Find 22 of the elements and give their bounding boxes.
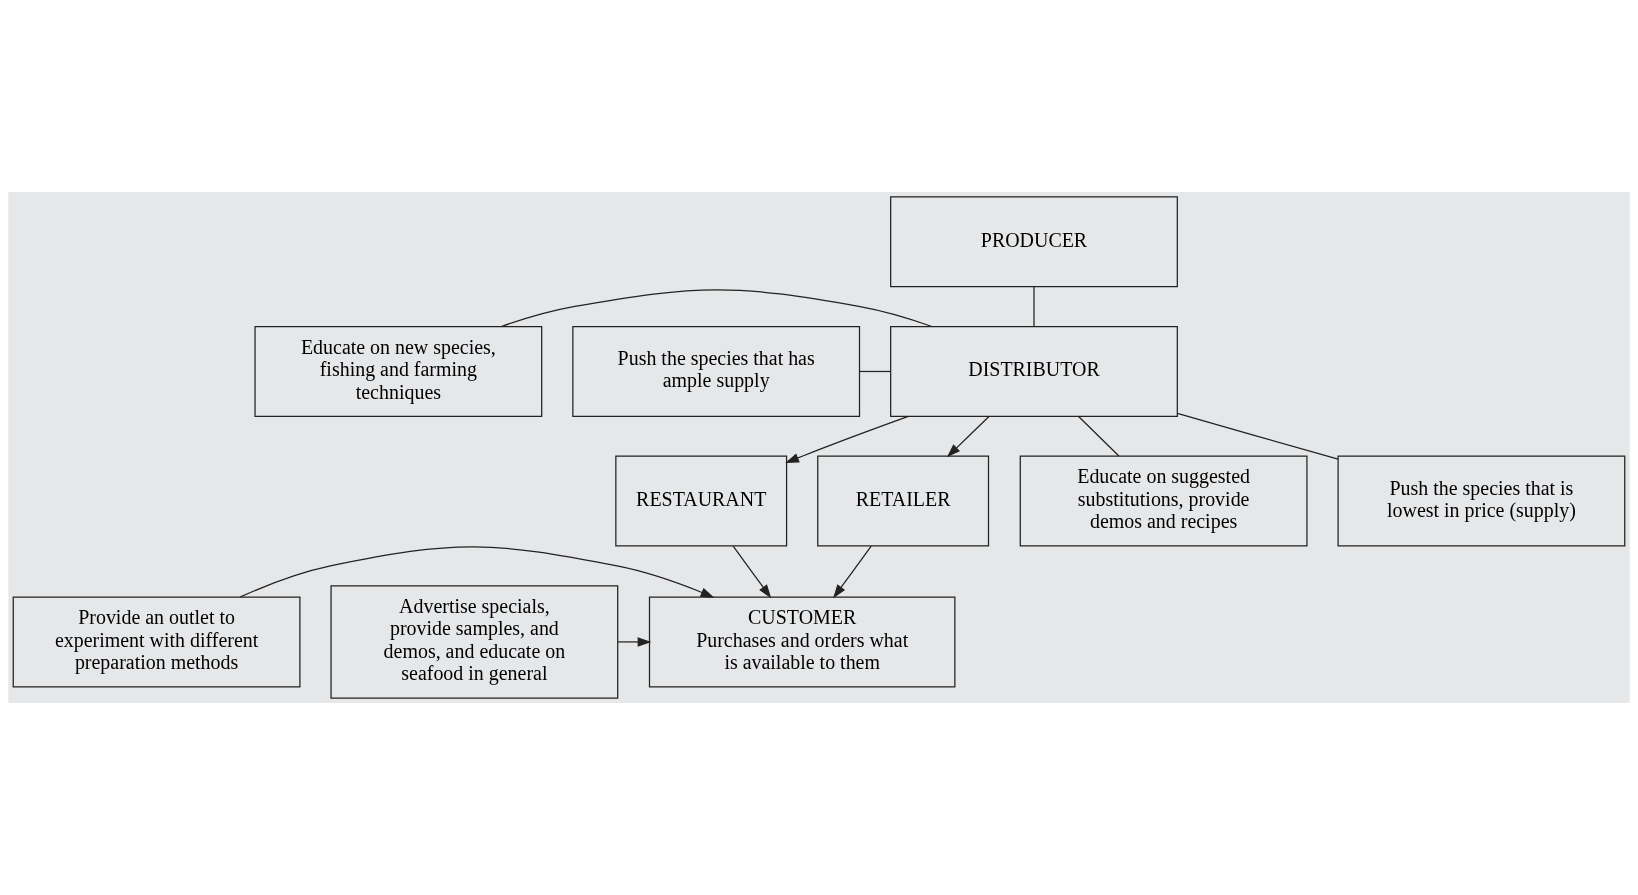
connector <box>858 370 892 373</box>
node-box: Educate on new species, fishing and farming techniques <box>254 325 543 417</box>
connector <box>500 289 933 328</box>
node-box: Provide an outlet to experiment with different preparation methods <box>12 596 301 688</box>
connector <box>1176 412 1339 460</box>
node-box: RESTAURANT <box>615 455 788 547</box>
node-box: RETAILER <box>817 455 990 547</box>
arrow <box>785 415 909 464</box>
node-box: CUSTOMER Purchases and orders what is available to them <box>648 596 956 688</box>
node-box: Push the species that is lowest in price (supply) <box>1337 455 1626 547</box>
arrow <box>833 545 872 599</box>
arrow <box>946 415 990 458</box>
node-box: Advertise specials, provide samples, and demos, and educate on seafood in general <box>330 585 619 699</box>
node-box: Push the species that has ample supply <box>572 325 861 417</box>
connector <box>1077 415 1120 457</box>
node-box: PRODUCER <box>890 196 1178 288</box>
arrow <box>239 546 715 598</box>
arrow <box>732 545 772 599</box>
arrow <box>617 637 652 647</box>
node-box: DISTRIBUTOR <box>890 325 1178 417</box>
connector <box>1033 286 1035 327</box>
node-box: Educate on suggested substitutions, provide demos and recipes <box>1019 455 1308 547</box>
